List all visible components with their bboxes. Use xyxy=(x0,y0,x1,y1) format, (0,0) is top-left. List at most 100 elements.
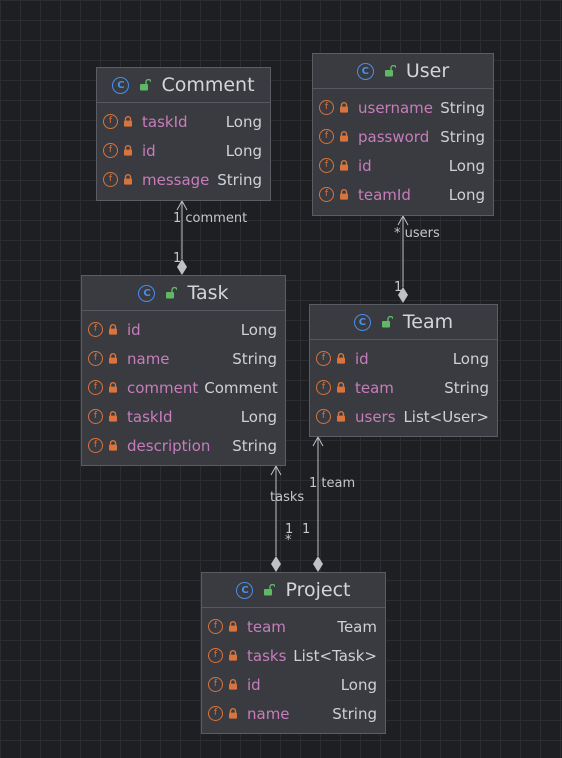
field-icon: f xyxy=(319,100,334,115)
label-comment-assoc: 1 comment xyxy=(173,211,248,226)
field-row[interactable]: f id Long xyxy=(82,315,285,344)
public-visibility-icon xyxy=(161,287,187,299)
class-name: User xyxy=(405,60,450,82)
field-type: Long xyxy=(240,407,277,426)
class-icon: C xyxy=(138,284,156,302)
field-icon: f xyxy=(316,380,331,395)
diamond-project-team xyxy=(313,556,323,572)
field-icon: f xyxy=(88,438,103,453)
private-lock-icon xyxy=(223,679,247,690)
field-type: Long xyxy=(225,112,262,131)
private-lock-icon xyxy=(118,145,142,156)
class-icon: C xyxy=(112,76,130,94)
private-lock-icon xyxy=(223,650,247,661)
field-type: Team xyxy=(337,617,377,636)
field-icon: f xyxy=(316,409,331,424)
field-type: Long xyxy=(452,349,489,368)
field-icon: f xyxy=(319,158,334,173)
private-lock-icon xyxy=(334,189,358,200)
field-name: name xyxy=(247,704,290,723)
label-tasks-assoc: tasks xyxy=(270,490,305,505)
field-row[interactable]: f username String xyxy=(313,93,493,122)
class-icon: C xyxy=(353,313,371,331)
field-name: id xyxy=(247,675,261,694)
field-name: id xyxy=(355,349,369,368)
private-lock-icon xyxy=(334,131,358,142)
field-icon: f xyxy=(208,677,223,692)
field-icon: f xyxy=(103,114,118,129)
field-row[interactable]: f id Long xyxy=(202,670,385,699)
field-icon: f xyxy=(208,648,223,663)
private-lock-icon xyxy=(334,160,358,171)
field-type: String xyxy=(440,98,485,117)
private-lock-icon xyxy=(223,708,247,719)
field-type: Long xyxy=(240,320,277,339)
public-visibility-icon xyxy=(259,584,285,596)
mult-project-tasks-1: 1 xyxy=(285,522,294,537)
mult-team-users-source: 1 xyxy=(394,280,403,295)
private-lock-icon xyxy=(331,353,355,364)
field-icon: f xyxy=(103,172,118,187)
arrowhead-user xyxy=(397,214,409,226)
label-team-assoc: 1 team xyxy=(309,476,356,491)
diamond-project-tasks xyxy=(271,556,281,572)
public-visibility-icon xyxy=(135,79,161,91)
arrowhead-comment xyxy=(176,199,188,211)
mult-project-team-source: 1 xyxy=(302,522,311,537)
field-type: Long xyxy=(448,156,485,175)
field-type: String xyxy=(440,127,485,146)
private-lock-icon xyxy=(334,102,358,113)
private-lock-icon xyxy=(103,411,127,422)
field-name: username xyxy=(358,98,433,117)
field-type: Long xyxy=(225,141,262,160)
class-icon: C xyxy=(356,62,374,80)
class-header: C User xyxy=(313,54,493,89)
field-icon: f xyxy=(103,143,118,158)
field-icon: f xyxy=(88,351,103,366)
field-row[interactable]: f taskId Long xyxy=(97,107,270,136)
field-name: comment xyxy=(127,378,199,397)
field-name: taskId xyxy=(142,112,188,131)
field-name: name xyxy=(127,349,170,368)
class-name: Task xyxy=(187,282,229,304)
class-header: C Task xyxy=(82,276,285,311)
private-lock-icon xyxy=(118,174,142,185)
field-icon: f xyxy=(88,322,103,337)
arrowhead-team xyxy=(312,435,324,447)
public-visibility-icon xyxy=(380,65,406,77)
field-name: teamId xyxy=(358,185,411,204)
field-type: Long xyxy=(340,675,377,694)
field-type: Comment xyxy=(204,378,278,397)
field-type: List<User> xyxy=(403,407,489,426)
field-name: id xyxy=(127,320,141,339)
field-name: message xyxy=(142,170,210,189)
